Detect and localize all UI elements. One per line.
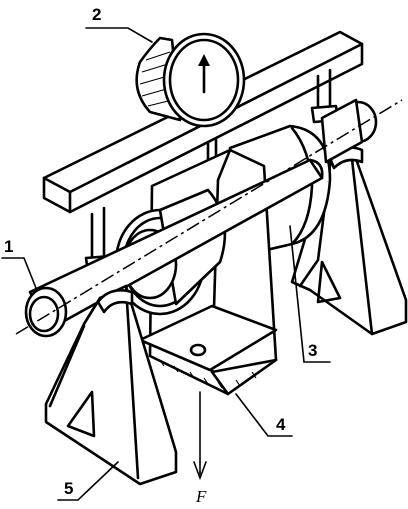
force-arrow <box>193 391 207 481</box>
dial-gauge <box>135 32 246 128</box>
leader-lines <box>1 27 331 501</box>
pipe-axis-line <box>15 99 403 335</box>
label-pipe: 1 <box>4 237 13 256</box>
test-pipe <box>24 158 324 338</box>
label-bracket: 4 <box>276 415 286 434</box>
needle-arrow-icon <box>198 54 210 66</box>
label-support: 5 <box>64 479 73 498</box>
label-dial-gauge: 2 <box>92 5 101 24</box>
label-sleeve: 3 <box>308 341 317 360</box>
label-force: F <box>195 487 207 506</box>
left-support-stand <box>44 284 178 486</box>
